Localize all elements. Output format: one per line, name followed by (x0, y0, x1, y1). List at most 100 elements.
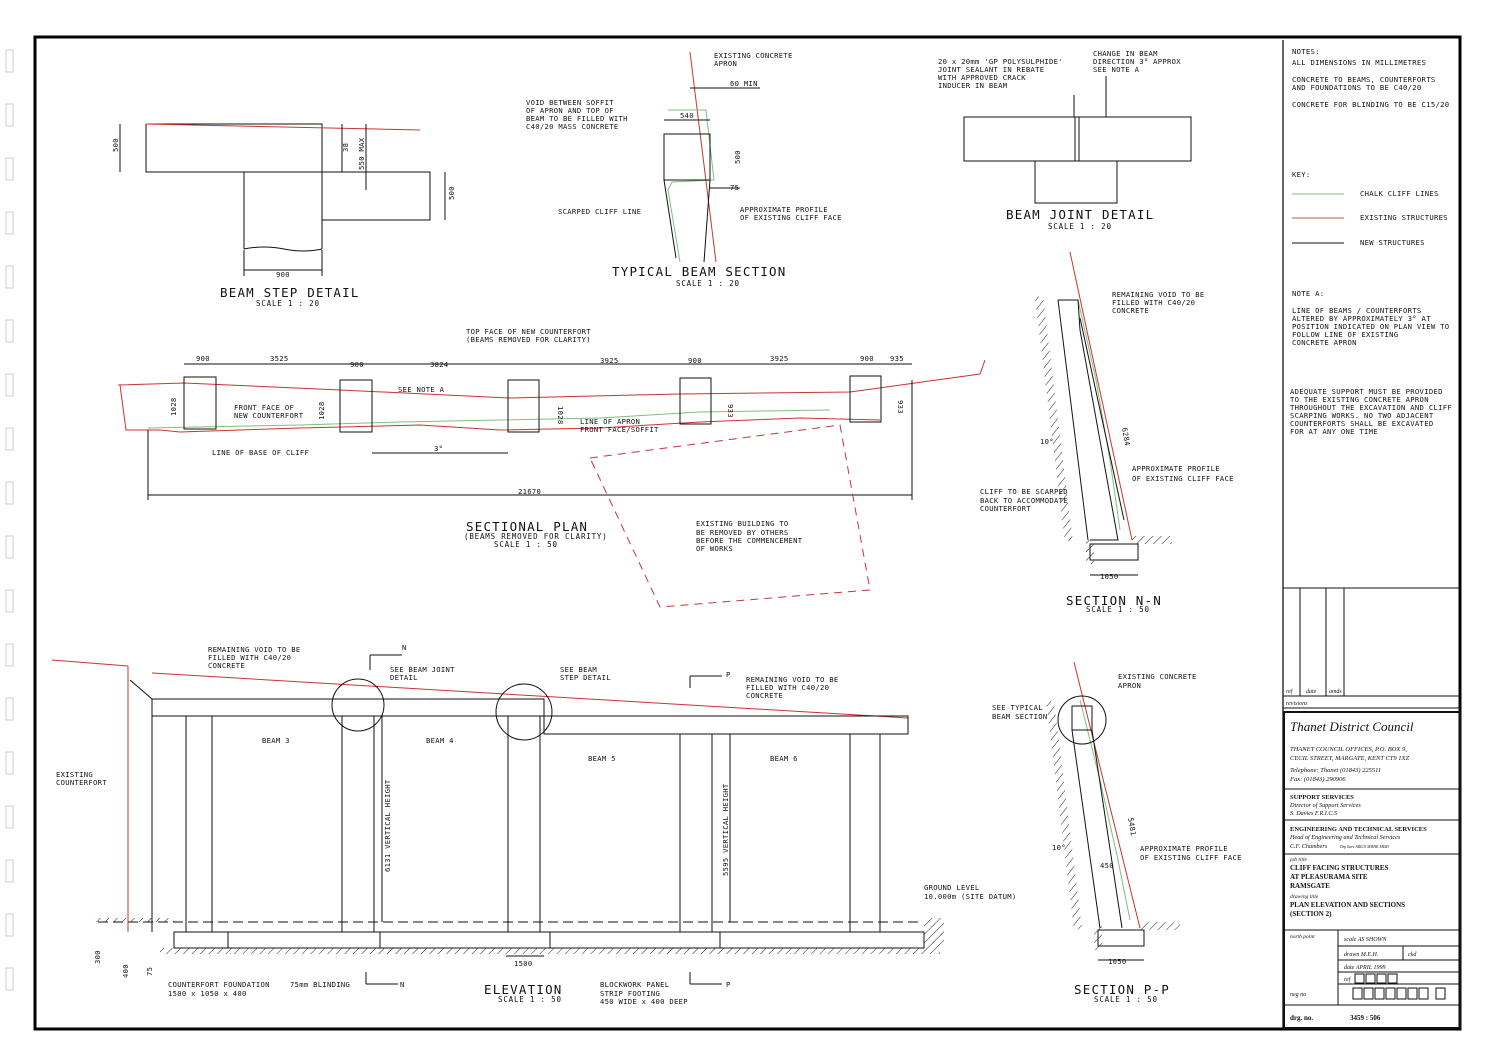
tb-dim-540: 540 (680, 111, 694, 120)
bj-label-5: CHANGE IN BEAM (1093, 49, 1158, 58)
pp-dim-450: 450 (1100, 861, 1114, 870)
elevation-title: ELEVATION (484, 982, 563, 997)
eng-line-1: Head of Engineering and Technical Servic… (1289, 834, 1401, 841)
neg-no: neg no (1290, 992, 1306, 998)
pp-see-b: BEAM SECTION (992, 712, 1048, 721)
job-label: job title (1289, 857, 1308, 863)
support-head: SUPPORT SERVICES (1290, 794, 1354, 801)
tb-label-scarped: SCARPED CLIFF LINE (558, 207, 641, 216)
date: date APRIL 1999 (1344, 965, 1385, 971)
notes-line-2: CONCRETE TO BEAMS, COUNTERFORTS (1292, 75, 1435, 84)
sectional-plan (117, 359, 986, 608)
el-blinding: 75mm BLINDING (290, 980, 350, 989)
revisions-box (1283, 587, 1460, 709)
elevation-texts: REMAINING VOID TO BE FILLED WITH C40/20 … (56, 643, 1017, 1006)
ref: ref (1344, 976, 1352, 983)
sp-overall: 21670 (518, 487, 541, 496)
el-found-b: 1500 x 1050 x 400 (168, 989, 247, 998)
el-joint-a: SEE BEAM JOINT (390, 665, 455, 674)
drg-no: 3459 : 506 (1350, 1014, 1381, 1022)
sp-label-note: SEE NOTE A (398, 385, 445, 394)
beam-step-title: BEAM STEP DETAIL (220, 285, 360, 300)
sp-dim-900b: 900 (350, 360, 364, 369)
sp-dim-900c: 900 (688, 356, 702, 365)
section-nn-scale: SCALE 1 : 50 (1086, 605, 1150, 614)
sectional-plan-title: SECTIONAL PLAN (466, 519, 588, 534)
sp-dim-935: 935 (890, 354, 904, 363)
rev-ref: ref (1286, 688, 1294, 695)
nn-angle: 10° (1040, 437, 1054, 446)
el-p-top: P (726, 670, 731, 679)
section-nn-title: SECTION N-N (1066, 593, 1162, 608)
address-1: THANET COUNCIL OFFICES, P.O. BOX 9, (1290, 746, 1407, 753)
el-beam-4: BEAM 4 (426, 736, 454, 745)
sp-label-front1: FRONT FACE OF (234, 403, 294, 412)
section-nn (1034, 251, 1172, 576)
drawing-border (33, 35, 1462, 1031)
tb-label-approx2: OF EXISTING CLIFF FACE (740, 213, 842, 222)
section-pp (1046, 661, 1180, 961)
sp-label-base: LINE OF BASE OF CLIFF (212, 448, 309, 457)
bj-label-2: JOINT SEALANT IN REBATE (938, 65, 1044, 74)
tb-label-approx1: APPROXIMATE PROFILE (740, 205, 828, 214)
el-void1-c: CONCRETE (208, 661, 245, 670)
sp-dim-3824: 3824 (430, 360, 449, 369)
pp-angle: 10° (1052, 843, 1066, 852)
sp-label-bldg2: BE REMOVED BY OTHERS (696, 528, 789, 537)
sp-label-top1: TOP FACE OF NEW COUNTERFORT (466, 327, 591, 336)
beam-joint-detail (963, 76, 1192, 204)
drawn: drawn M.E.H. (1344, 952, 1378, 958)
bj-label-6: DIRECTION 3° APPROX (1093, 57, 1181, 66)
el-existing-a: EXISTING (56, 770, 93, 779)
el-void1-b: FILLED WITH C40/20 (208, 653, 291, 662)
bj-label-7: SEE NOTE A (1093, 65, 1140, 74)
elevation-view (51, 654, 944, 985)
tb-label-void3: BEAM TO BE FILLED WITH (526, 114, 628, 123)
binder-holes (5, 49, 14, 991)
support-2: TO THE EXISTING CONCRETE APRON (1290, 395, 1429, 404)
beam-joint-title: BEAM JOINT DETAIL (1006, 207, 1154, 222)
sp-side-3: 1028 (556, 406, 565, 425)
note-a-4: FOLLOW LINE OF EXISTING (1292, 330, 1398, 339)
el-ground-b: 10.000m (SITE DATUM) (924, 892, 1017, 901)
beam-step-dim-900: 900 (276, 270, 290, 279)
note-a-2: ALTERED BY APPROXIMATELY 3° AT (1292, 314, 1431, 323)
support-line-2: S. Davies F.R.I.C.S (1290, 810, 1337, 817)
drawing-1: PLAN ELEVATION AND SECTIONS (1290, 901, 1405, 909)
pp-approx-b: OF EXISTING CLIFF FACE (1140, 853, 1242, 862)
rev-amds: amds (1329, 689, 1342, 695)
drg-label: drg. no. (1290, 1014, 1313, 1022)
pp-dim-1050: 1050 (1108, 957, 1127, 966)
rev-label: revisions (1286, 701, 1308, 707)
el-ground-a: GROUND LEVEL (924, 883, 980, 892)
sp-side-2: 1028 (317, 401, 326, 420)
job-2: AT PLEASURAMA SITE (1290, 873, 1368, 881)
typical-beam-scale: SCALE 1 : 20 (676, 279, 740, 288)
sp-angle: 3° (434, 444, 443, 453)
el-existing-b: COUNTERFORT (56, 778, 107, 787)
support-3: THROUGHOUT THE EXCAVATION AND CLIFF (1290, 403, 1452, 412)
tb-label-void2: OF APRON AND TOP OF (526, 106, 614, 115)
notes-line-3: AND FOUNDATIONS TO BE C40/20 (1292, 83, 1422, 92)
tb-label-existing: EXISTING CONCRETE (714, 51, 793, 60)
el-block-a: BLOCKWORK PANEL (600, 980, 669, 989)
sp-label-apron2: FRONT FACE/SOFFIT (580, 425, 659, 434)
eng-line-2b: Dip Surv ARICS MIHIE MIMI (1339, 844, 1389, 849)
bj-label-4: INDUCER IN BEAM (938, 81, 1008, 90)
beam-step-scale: SCALE 1 : 20 (256, 299, 320, 308)
el-block-c: 450 WIDE x 400 DEEP (600, 997, 688, 1006)
ckd: ckd (1408, 952, 1417, 958)
el-height-6131: 6131 VERTICAL HEIGHT (383, 779, 392, 872)
sp-label-top2: (BEAMS REMOVED FOR CLARITY) (466, 335, 591, 344)
drawing-2: (SECTION 2) (1290, 910, 1332, 918)
phone: Telephone: Thanet (01843) 225511 (1290, 767, 1381, 774)
nn-void-b: FILLED WITH C40/20 (1112, 298, 1195, 307)
address-2: CECIL STREET, MARGATE, KENT CT9 1XZ (1290, 755, 1410, 762)
sp-label-front2: NEW COUNTERFORT (234, 411, 304, 420)
sp-label-bldg4: OF WORKS (696, 544, 733, 553)
note-a-5: CONCRETE APRON (1292, 338, 1357, 347)
tb-label-void1: VOID BETWEEN SOFFIT (526, 98, 614, 107)
note-a-1: LINE OF BEAMS / COUNTERFORTS (1292, 306, 1422, 315)
council-name: Thanet District Council (1290, 719, 1414, 734)
